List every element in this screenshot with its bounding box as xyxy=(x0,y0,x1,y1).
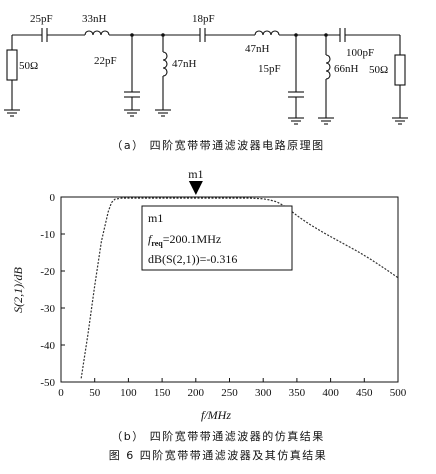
label-c1: 25pF xyxy=(30,13,53,25)
label-l4: 66nH xyxy=(334,63,359,75)
s21-series-line xyxy=(80,197,399,379)
readout-marker-name: m1 xyxy=(148,211,163,225)
marker-name-label: m1 xyxy=(188,167,203,181)
readout-frequency: freq=200.1MHz xyxy=(148,232,221,248)
caption-b: （b） 四阶宽带带通滤波器的仿真结果 xyxy=(111,429,324,443)
y-tick-label: -20 xyxy=(40,266,55,278)
ground-icon xyxy=(288,117,304,125)
readout-db-value: dB(S(2,1))=-0.316 xyxy=(148,252,237,266)
x-axis-label: f/MHz xyxy=(201,408,231,422)
x-tick-label: 100 xyxy=(120,387,137,399)
label-c5: 100pF xyxy=(346,47,374,59)
load-resistor xyxy=(394,54,406,86)
inductor-l1 xyxy=(84,30,110,36)
capacitor-c3 xyxy=(199,28,206,42)
label-c2: 22pF xyxy=(94,55,117,67)
label-source-resistor: 50Ω xyxy=(19,60,38,72)
x-tick-label: 0 xyxy=(58,387,64,399)
readout-freq-value: =200.1MHz xyxy=(163,232,221,246)
capacitor-c1 xyxy=(41,28,48,42)
y-tick-label: -50 xyxy=(40,377,55,389)
inductor-l4 xyxy=(325,54,331,80)
capacitor-c5 xyxy=(339,28,346,42)
x-axis-ticks: 0 50 100 150 200 250 300 350 400 450 500 xyxy=(58,378,407,399)
ground-icon xyxy=(124,109,140,117)
label-c4: 15pF xyxy=(258,63,281,75)
ground-icon xyxy=(392,117,408,125)
inductor-l3 xyxy=(254,30,280,36)
x-tick-label: 350 xyxy=(289,387,306,399)
ground-icon xyxy=(4,109,20,117)
marker-readout-box: m1 freq=200.1MHz dB(S(2,1))=-0.316 xyxy=(141,205,293,271)
x-tick-label: 450 xyxy=(356,387,373,399)
y-axis-label: S(2,1)/dB xyxy=(11,267,25,313)
y-tick-label: -10 xyxy=(40,229,55,241)
readout-freq-subscript: req xyxy=(151,239,163,248)
label-load-resistor: 50Ω xyxy=(369,64,388,76)
caption-figure: 图 6 四阶宽带带通滤波器及其仿真结果 xyxy=(109,448,328,462)
readout-freq-symbol: f xyxy=(148,232,153,246)
capacitor-c4 xyxy=(288,91,304,98)
ground-icon xyxy=(155,109,171,117)
label-l1: 33nH xyxy=(82,13,107,25)
x-tick-label: 250 xyxy=(221,387,238,399)
label-l2: 47nH xyxy=(172,58,197,70)
y-tick-label: 0 xyxy=(50,192,56,204)
junction-dots xyxy=(130,33,328,37)
circuit-schematic xyxy=(4,28,408,125)
marker-triangle-icon xyxy=(188,181,203,195)
y-tick-label: -40 xyxy=(40,340,55,352)
x-tick-label: 500 xyxy=(390,387,407,399)
ground-icon xyxy=(318,117,334,125)
inductor-l2 xyxy=(162,51,168,77)
label-l3: 47nH xyxy=(245,43,270,55)
x-tick-label: 150 xyxy=(154,387,171,399)
y-axis-ticks: 0 -10 -20 -30 -40 -50 xyxy=(40,192,65,389)
label-c3: 18pF xyxy=(192,13,215,25)
x-tick-label: 300 xyxy=(255,387,272,399)
source-resistor xyxy=(6,49,18,81)
caption-a: （a） 四阶宽带带通滤波器电路原理图 xyxy=(111,138,324,152)
s21-chart: 0 50 100 150 200 250 300 350 400 450 500 0 -10 -20 -3… xyxy=(11,167,407,422)
capacitor-c2 xyxy=(124,91,140,98)
x-tick-label: 400 xyxy=(322,387,339,399)
x-tick-label: 200 xyxy=(188,387,205,399)
readout-frame xyxy=(141,205,293,271)
y-tick-label: -30 xyxy=(40,303,55,315)
x-tick-label: 50 xyxy=(89,387,101,399)
